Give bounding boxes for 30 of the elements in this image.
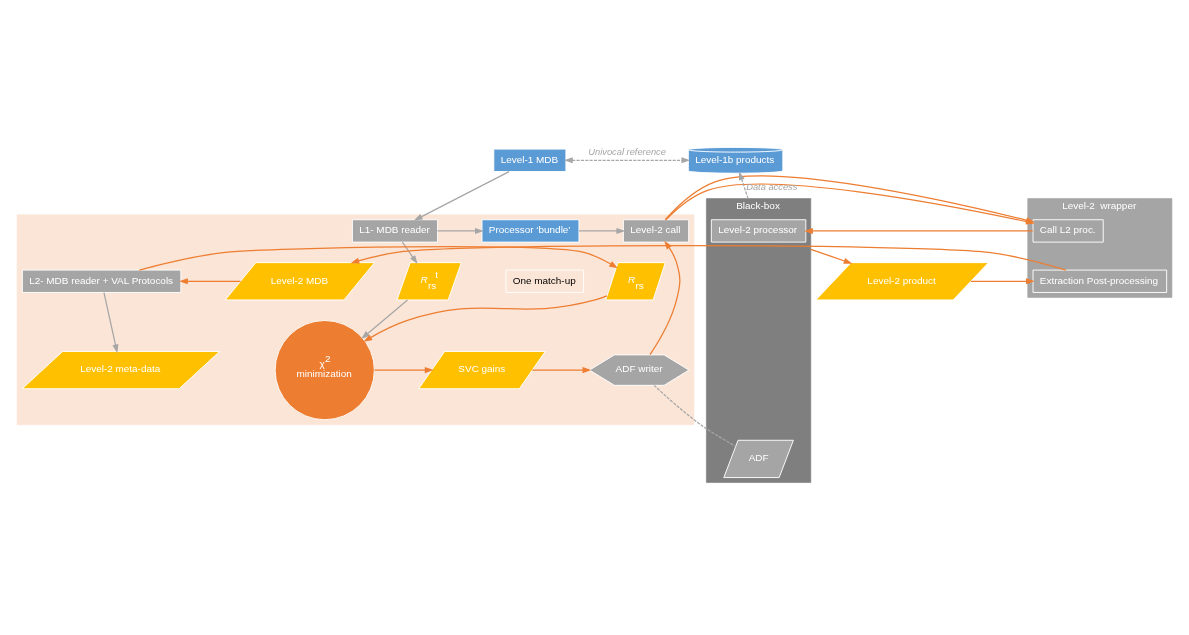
edge-label: Univocal reference <box>588 146 666 157</box>
arrow <box>578 227 626 234</box>
arrow <box>363 295 608 342</box>
node-box: Extraction Post-processing <box>1032 269 1168 293</box>
connector <box>653 384 737 447</box>
node-box: Level-1 MDB <box>493 148 567 172</box>
arrow <box>179 278 242 285</box>
arrow <box>531 367 592 374</box>
node-box: Call L2 proc. <box>1032 219 1104 243</box>
arrow <box>103 292 119 354</box>
arrow <box>138 246 618 271</box>
node-box: L2- MDB reader + VAL Protocols <box>21 269 182 293</box>
arrow <box>970 278 1035 285</box>
node-box: Processor ‘bundle’ <box>481 219 580 243</box>
arrow <box>738 171 749 200</box>
node-box: L1- MDB reader <box>351 219 439 243</box>
arrow <box>810 248 853 264</box>
arrow <box>564 157 691 164</box>
arrow <box>649 240 681 356</box>
arrow <box>413 171 510 221</box>
arrow <box>350 245 1067 271</box>
edge-label: Data access <box>746 181 798 192</box>
arrow <box>361 299 409 339</box>
arrow <box>373 367 434 374</box>
node-box: Level-2 call <box>622 219 690 243</box>
arrow <box>804 227 1034 234</box>
node-box: Level-2 processor <box>710 219 807 243</box>
arrow <box>436 227 484 234</box>
arrow <box>401 241 418 265</box>
node-box: One match-up <box>505 269 585 293</box>
